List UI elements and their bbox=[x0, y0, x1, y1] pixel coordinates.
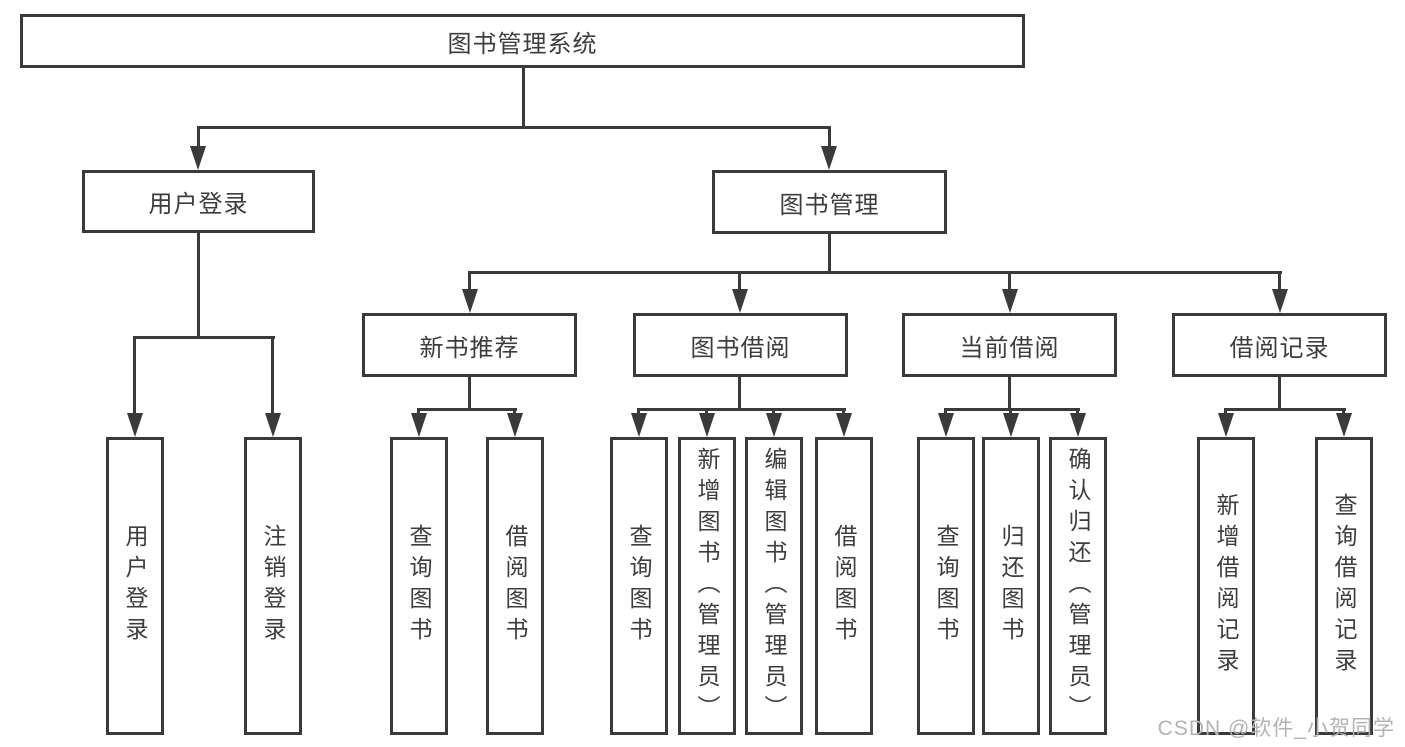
leaf-query-books-3-label: 查询图书 bbox=[933, 524, 959, 648]
connector-drop-add-book-admin bbox=[705, 408, 708, 416]
connector-root-hline bbox=[197, 126, 831, 129]
leaf-query-borrow-record-label: 查询借阅记录 bbox=[1331, 493, 1357, 679]
leaf-query-books-1: 查询图书 bbox=[390, 437, 448, 735]
leaf-borrow-books-1-label: 借阅图书 bbox=[502, 524, 528, 648]
connector-drop-query-books-2 bbox=[637, 408, 640, 416]
leaf-query-borrow-record: 查询借阅记录 bbox=[1315, 437, 1373, 735]
leaf-add-borrow-record-label: 新增借阅记录 bbox=[1213, 493, 1239, 679]
node-new-book-recommend: 新书推荐 bbox=[362, 313, 577, 377]
leaf-return-book-label: 归还图书 bbox=[998, 524, 1024, 648]
leaf-add-book-admin: 新增图书（管理员） bbox=[678, 437, 736, 735]
leaf-user-login: 用户登录 bbox=[106, 437, 164, 735]
connector-book-borrow-stem bbox=[738, 375, 741, 411]
arrowhead-add-borrow-record bbox=[1218, 413, 1234, 437]
leaf-query-books-3: 查询图书 bbox=[917, 437, 975, 735]
connector-book-management-stem bbox=[828, 232, 831, 274]
connector-new-book-recommend-stem bbox=[468, 375, 471, 411]
leaf-return-book: 归还图书 bbox=[982, 437, 1040, 735]
arrowhead-add-book-admin bbox=[699, 413, 715, 437]
node-user-login: 用户登录 bbox=[82, 170, 315, 233]
leaf-logout-label: 注销登录 bbox=[260, 524, 286, 648]
connector-user-login-stem bbox=[197, 231, 200, 339]
leaf-add-borrow-record: 新增借阅记录 bbox=[1197, 437, 1255, 735]
connector-user-login-hline bbox=[133, 336, 275, 339]
arrowhead-borrow-books-2 bbox=[836, 413, 852, 437]
connector-borrow-records-stem bbox=[1278, 375, 1281, 411]
leaf-query-books-1-label: 查询图书 bbox=[406, 524, 432, 648]
node-root-label: 图书管理系统 bbox=[447, 30, 598, 58]
connector-drop-new-book-recommend bbox=[468, 271, 471, 289]
connector-current-borrow-hline bbox=[944, 408, 1080, 411]
leaf-confirm-return-admin-label: 确认归还（管理员） bbox=[1065, 446, 1091, 726]
node-current-borrow: 当前借阅 bbox=[902, 313, 1117, 377]
csdn-watermark: CSDN @软件_小贺同学 bbox=[1157, 717, 1395, 740]
node-borrow-records: 借阅记录 bbox=[1172, 313, 1387, 377]
node-root: 图书管理系统 bbox=[20, 14, 1025, 68]
leaf-add-book-admin-label: 新增图书（管理员） bbox=[694, 446, 720, 726]
node-book-management-label: 图书管理 bbox=[779, 191, 880, 219]
connector-new-book-recommend-hline bbox=[417, 408, 517, 411]
connector-root-stem bbox=[522, 66, 525, 129]
arrowhead-confirm-return bbox=[1070, 413, 1086, 437]
leaf-edit-book-admin-label: 编辑图书（管理员） bbox=[761, 446, 787, 726]
leaf-query-books-2-label: 查询图书 bbox=[626, 524, 652, 648]
arrowhead-query-borrow-record bbox=[1336, 413, 1352, 437]
leaf-user-login-label: 用户登录 bbox=[122, 524, 148, 648]
arrowhead-return-book bbox=[1003, 413, 1019, 437]
connector-book-management-hline bbox=[468, 271, 1282, 274]
connector-current-borrow-stem bbox=[1008, 375, 1011, 411]
leaf-edit-book-admin: 编辑图书（管理员） bbox=[745, 437, 803, 735]
connector-borrow-records-hline bbox=[1224, 408, 1346, 411]
connector-drop-user-login bbox=[197, 126, 200, 146]
node-borrow-records-label: 借阅记录 bbox=[1229, 334, 1330, 362]
arrowhead-query-books-3 bbox=[938, 413, 954, 437]
arrowhead-edit-book-admin bbox=[766, 413, 782, 437]
leaf-borrow-books-2: 借阅图书 bbox=[815, 437, 873, 735]
node-book-borrow-label: 图书借阅 bbox=[690, 334, 791, 362]
leaf-confirm-return-admin: 确认归还（管理员） bbox=[1049, 437, 1107, 735]
connector-drop-confirm-return bbox=[1076, 408, 1079, 416]
arrowhead-new-book-recommend bbox=[462, 289, 478, 313]
leaf-logout: 注销登录 bbox=[244, 437, 302, 735]
connector-drop-book-management bbox=[828, 126, 831, 146]
connector-drop-logout bbox=[271, 336, 274, 413]
arrowhead-user-login-leaf bbox=[127, 413, 143, 437]
arrowhead-query-books-2 bbox=[631, 413, 647, 437]
connector-drop-user-login-leaf bbox=[133, 336, 136, 413]
arrowhead-borrow-books-1 bbox=[507, 413, 523, 437]
connector-drop-query-borrow-record bbox=[1342, 408, 1345, 416]
connector-book-borrow-hline bbox=[637, 408, 846, 411]
arrowhead-current-borrow bbox=[1002, 289, 1018, 313]
arrowhead-user-login bbox=[190, 146, 206, 170]
connector-drop-add-borrow-record bbox=[1224, 408, 1227, 416]
arrowhead-book-borrow bbox=[732, 289, 748, 313]
arrowhead-borrow-records bbox=[1272, 289, 1288, 313]
arrowhead-book-management bbox=[821, 146, 837, 170]
connector-drop-borrow-books-1 bbox=[513, 408, 516, 416]
connector-drop-current-borrow bbox=[1008, 271, 1011, 289]
node-book-borrow: 图书借阅 bbox=[633, 313, 848, 377]
connector-drop-query-books-3 bbox=[944, 408, 947, 416]
node-new-book-recommend-label: 新书推荐 bbox=[419, 334, 520, 362]
connector-drop-borrow-records bbox=[1278, 271, 1281, 289]
connector-drop-query-books-1 bbox=[417, 408, 420, 416]
connector-drop-edit-book-admin bbox=[772, 408, 775, 416]
connector-drop-borrow-books-2 bbox=[842, 408, 845, 416]
leaf-borrow-books-2-label: 借阅图书 bbox=[831, 524, 857, 648]
leaf-borrow-books-1: 借阅图书 bbox=[486, 437, 544, 735]
leaf-query-books-2: 查询图书 bbox=[610, 437, 668, 735]
node-user-login-label: 用户登录 bbox=[148, 191, 249, 218]
node-current-borrow-label: 当前借阅 bbox=[959, 334, 1060, 362]
arrowhead-logout bbox=[265, 413, 281, 437]
arrowhead-query-books-1 bbox=[411, 413, 427, 437]
connector-drop-book-borrow bbox=[738, 271, 741, 289]
node-book-management: 图书管理 bbox=[712, 170, 947, 234]
connector-drop-return-book bbox=[1009, 408, 1012, 416]
